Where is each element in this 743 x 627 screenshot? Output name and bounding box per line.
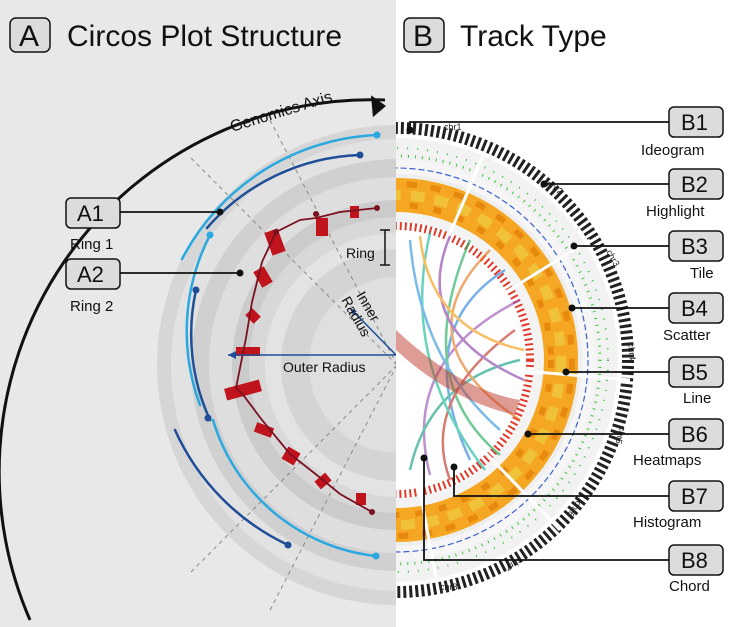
- callout-b8-label: Chord: [669, 578, 710, 595]
- panel-a-letter: A: [19, 20, 39, 53]
- callout-b7-label: Histogram: [633, 514, 701, 531]
- callout-b2-tag: B2: [681, 172, 708, 197]
- callout-a2: A2 Ring 2: [65, 258, 244, 315]
- callout-b1: B1 Ideogram: [406, 106, 724, 159]
- callout-b4-label: Scatter: [663, 327, 711, 344]
- panel-a-structure: [0, 95, 396, 621]
- callout-b3-tag: B3: [681, 234, 708, 259]
- ring-label: Ring: [346, 245, 375, 261]
- chr-label-1: chr1: [444, 122, 462, 132]
- chr-label-4: chr4: [626, 342, 637, 360]
- callout-b8-tag: B8: [681, 548, 708, 573]
- outer-radius-label: Outer Radius: [283, 359, 365, 375]
- callout-b1-tag: B1: [681, 110, 708, 135]
- panel-b-header: B Track Type: [403, 17, 607, 53]
- callout-a1-tag: A1: [77, 201, 104, 226]
- callout-b8: B8 Chord: [420, 454, 724, 595]
- callout-b5-tag: B5: [681, 360, 708, 385]
- callout-a2-tag: A2: [77, 262, 104, 287]
- callout-a2-label: Ring 2: [70, 298, 113, 315]
- callout-b6-label: Heatmaps: [633, 452, 701, 469]
- callout-a1: A1 Ring 1: [65, 197, 224, 253]
- callout-a1-label: Ring 1: [70, 236, 113, 253]
- callout-b4: B4 Scatter: [568, 292, 724, 344]
- callout-b6: B6 Heatmaps: [524, 418, 724, 469]
- callout-b7: B7 Histogram: [450, 463, 724, 531]
- chr-label-5: chr5: [614, 425, 628, 445]
- callout-b7-tag: B7: [681, 484, 708, 509]
- callout-b1-label: Ideogram: [641, 142, 704, 159]
- callout-b5: B5 Line: [562, 356, 724, 407]
- radius-arrows: [228, 229, 397, 359]
- callout-b5-label: Line: [683, 390, 711, 407]
- callout-b2: B2 Highlight: [540, 168, 724, 220]
- panel-b-title: Track Type: [460, 20, 607, 53]
- chr-label-7: chr7: [504, 555, 524, 572]
- chr-label-8: chr8: [440, 582, 458, 592]
- callout-b3: B3 Tile: [570, 230, 724, 282]
- panel-b-circos: [396, 122, 634, 601]
- callout-b3-label: Tile: [690, 265, 714, 282]
- callout-b2-label: Highlight: [646, 203, 705, 220]
- callout-b6-tag: B6: [681, 422, 708, 447]
- callout-b4-tag: B4: [681, 296, 708, 321]
- panel-b-letter: B: [413, 20, 433, 53]
- panel-a-header: A Circos Plot Structure: [9, 17, 342, 53]
- panel-a-title: Circos Plot Structure: [67, 20, 342, 53]
